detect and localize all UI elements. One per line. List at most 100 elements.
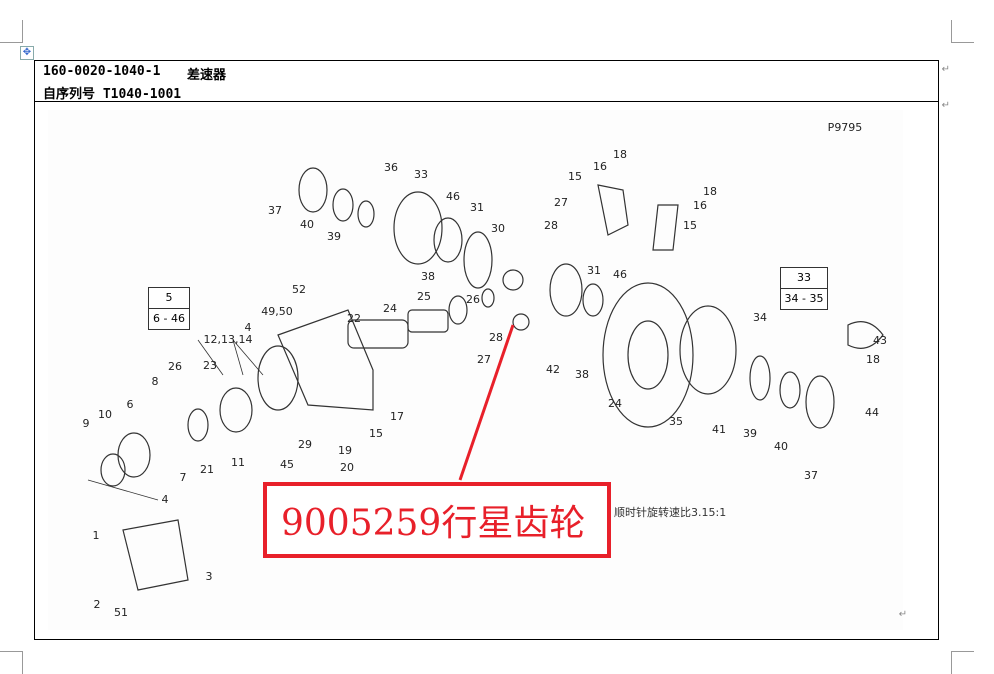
cover: [219, 387, 253, 433]
callout-label: 38: [575, 368, 589, 381]
callout-label: 2: [93, 598, 101, 611]
carrier-housing: [277, 309, 374, 411]
callout-label: 10: [98, 408, 112, 421]
callout-label: 31: [470, 201, 484, 214]
callout-label: 21: [200, 463, 214, 476]
callout-label: 26: [168, 360, 182, 373]
group-box-bottom: 34 - 35: [781, 288, 827, 309]
callout-label: 24: [383, 302, 397, 315]
pinion-gear: [407, 309, 449, 333]
callout-label: 52: [292, 283, 306, 296]
housing-flange: [257, 345, 299, 411]
callout-label: 27: [554, 196, 568, 209]
pinion: [347, 319, 409, 349]
callout-label: 49,50: [261, 305, 293, 318]
callout-label: 4: [161, 493, 169, 506]
callout-label: 15: [369, 427, 383, 440]
diagram-drawing: [87, 167, 884, 591]
callout-label: 39: [743, 427, 757, 440]
callout-label: 42: [546, 363, 560, 376]
bearing-cap: [652, 204, 679, 251]
callout-label: 44: [865, 406, 879, 419]
callout-label: 7: [179, 471, 187, 484]
washer: [481, 288, 495, 308]
header-row: 160-0020-1040-1 差速器 自序列号 T1040-1001 ↵ ↵: [35, 61, 950, 111]
planet-gear: [512, 313, 530, 331]
page-corner-mark: [951, 20, 974, 43]
seal: [187, 408, 209, 442]
lock-plate: [847, 321, 884, 349]
part-name: 差速器: [187, 68, 227, 83]
callout-label: 23: [203, 359, 217, 372]
callout-label: 11: [231, 456, 245, 469]
bearing-cup: [779, 371, 801, 409]
oil-seal: [100, 453, 126, 487]
bearing-cone: [749, 355, 771, 401]
annotation-arrow: [458, 324, 515, 481]
bearing-cone: [357, 200, 375, 228]
serial-label: 自序列号 T1040-1001: [43, 87, 182, 102]
callout-label: 15: [568, 170, 582, 183]
callout-label: 1: [92, 529, 100, 542]
callout-label: 19: [338, 444, 352, 457]
spider: [502, 269, 524, 291]
callout-label: 20: [340, 461, 354, 474]
ratio-note: 顺时针旋转速比3.15:1: [614, 506, 727, 519]
callout-label: 16: [693, 199, 707, 212]
callout-label: 41: [712, 423, 726, 436]
callout-label: 25: [417, 290, 431, 303]
callout-label: 30: [491, 222, 505, 235]
side-gear: [549, 263, 583, 317]
yoke: [122, 519, 189, 591]
page-corner-mark: [0, 20, 23, 43]
callout-label: 16: [593, 160, 607, 173]
callout-label: 37: [804, 469, 818, 482]
ring-gear: [602, 282, 694, 428]
ring-gear-bore: [627, 320, 669, 390]
adjusting-ring: [805, 375, 835, 429]
bearing-cap: [597, 184, 629, 236]
callout-label: 43: [873, 334, 887, 347]
thrust-washer: [582, 283, 604, 317]
callout-label: 6: [126, 398, 134, 411]
callout-label: 12,13,14: [203, 333, 253, 346]
differential-case-half: [393, 191, 443, 265]
side-gear: [463, 231, 493, 289]
callout-label: 15: [683, 219, 697, 232]
callout-label: 51: [114, 606, 128, 619]
table-move-handle-icon[interactable]: ✥: [20, 46, 34, 60]
bearing-race: [332, 188, 354, 222]
callout-label: 9: [82, 417, 90, 430]
callout-label: 28: [489, 331, 503, 344]
callout-label: 38: [421, 270, 435, 283]
thrust-washer: [433, 217, 463, 263]
callout-label: 35: [669, 415, 683, 428]
callout-label: 39: [327, 230, 341, 243]
group-box-left: 5 6 - 46: [148, 287, 190, 330]
callout-label: 29: [298, 438, 312, 451]
callout-label: 46: [613, 268, 627, 281]
callout-label: 18: [613, 148, 627, 161]
callout-label: 17: [390, 410, 404, 423]
flange-nut: [117, 432, 151, 478]
callout-label: 26: [466, 293, 480, 306]
figure-code: P9795: [827, 121, 863, 134]
callout-label: 24: [608, 397, 622, 410]
group-box-bottom: 6 - 46: [149, 308, 189, 329]
bearing: [448, 295, 468, 325]
callout-label: 27: [477, 353, 491, 366]
part-annotation-box: 9005259行星齿轮: [263, 482, 611, 558]
callout-label: 18: [703, 185, 717, 198]
paragraph-mark: ↵: [898, 609, 908, 620]
callout-label: 45: [280, 458, 294, 471]
group-box-top: 5: [165, 291, 173, 304]
callout-label: 37: [268, 204, 282, 217]
callout-label: 31: [587, 264, 601, 277]
callout-label: 40: [774, 440, 788, 453]
callout-label: 3: [205, 570, 213, 583]
callout-label: 36: [384, 161, 398, 174]
callout-label: 4: [244, 321, 252, 334]
callout-label: 46: [446, 190, 460, 203]
callout-label: 28: [544, 219, 558, 232]
callout-label: 8: [151, 375, 159, 388]
